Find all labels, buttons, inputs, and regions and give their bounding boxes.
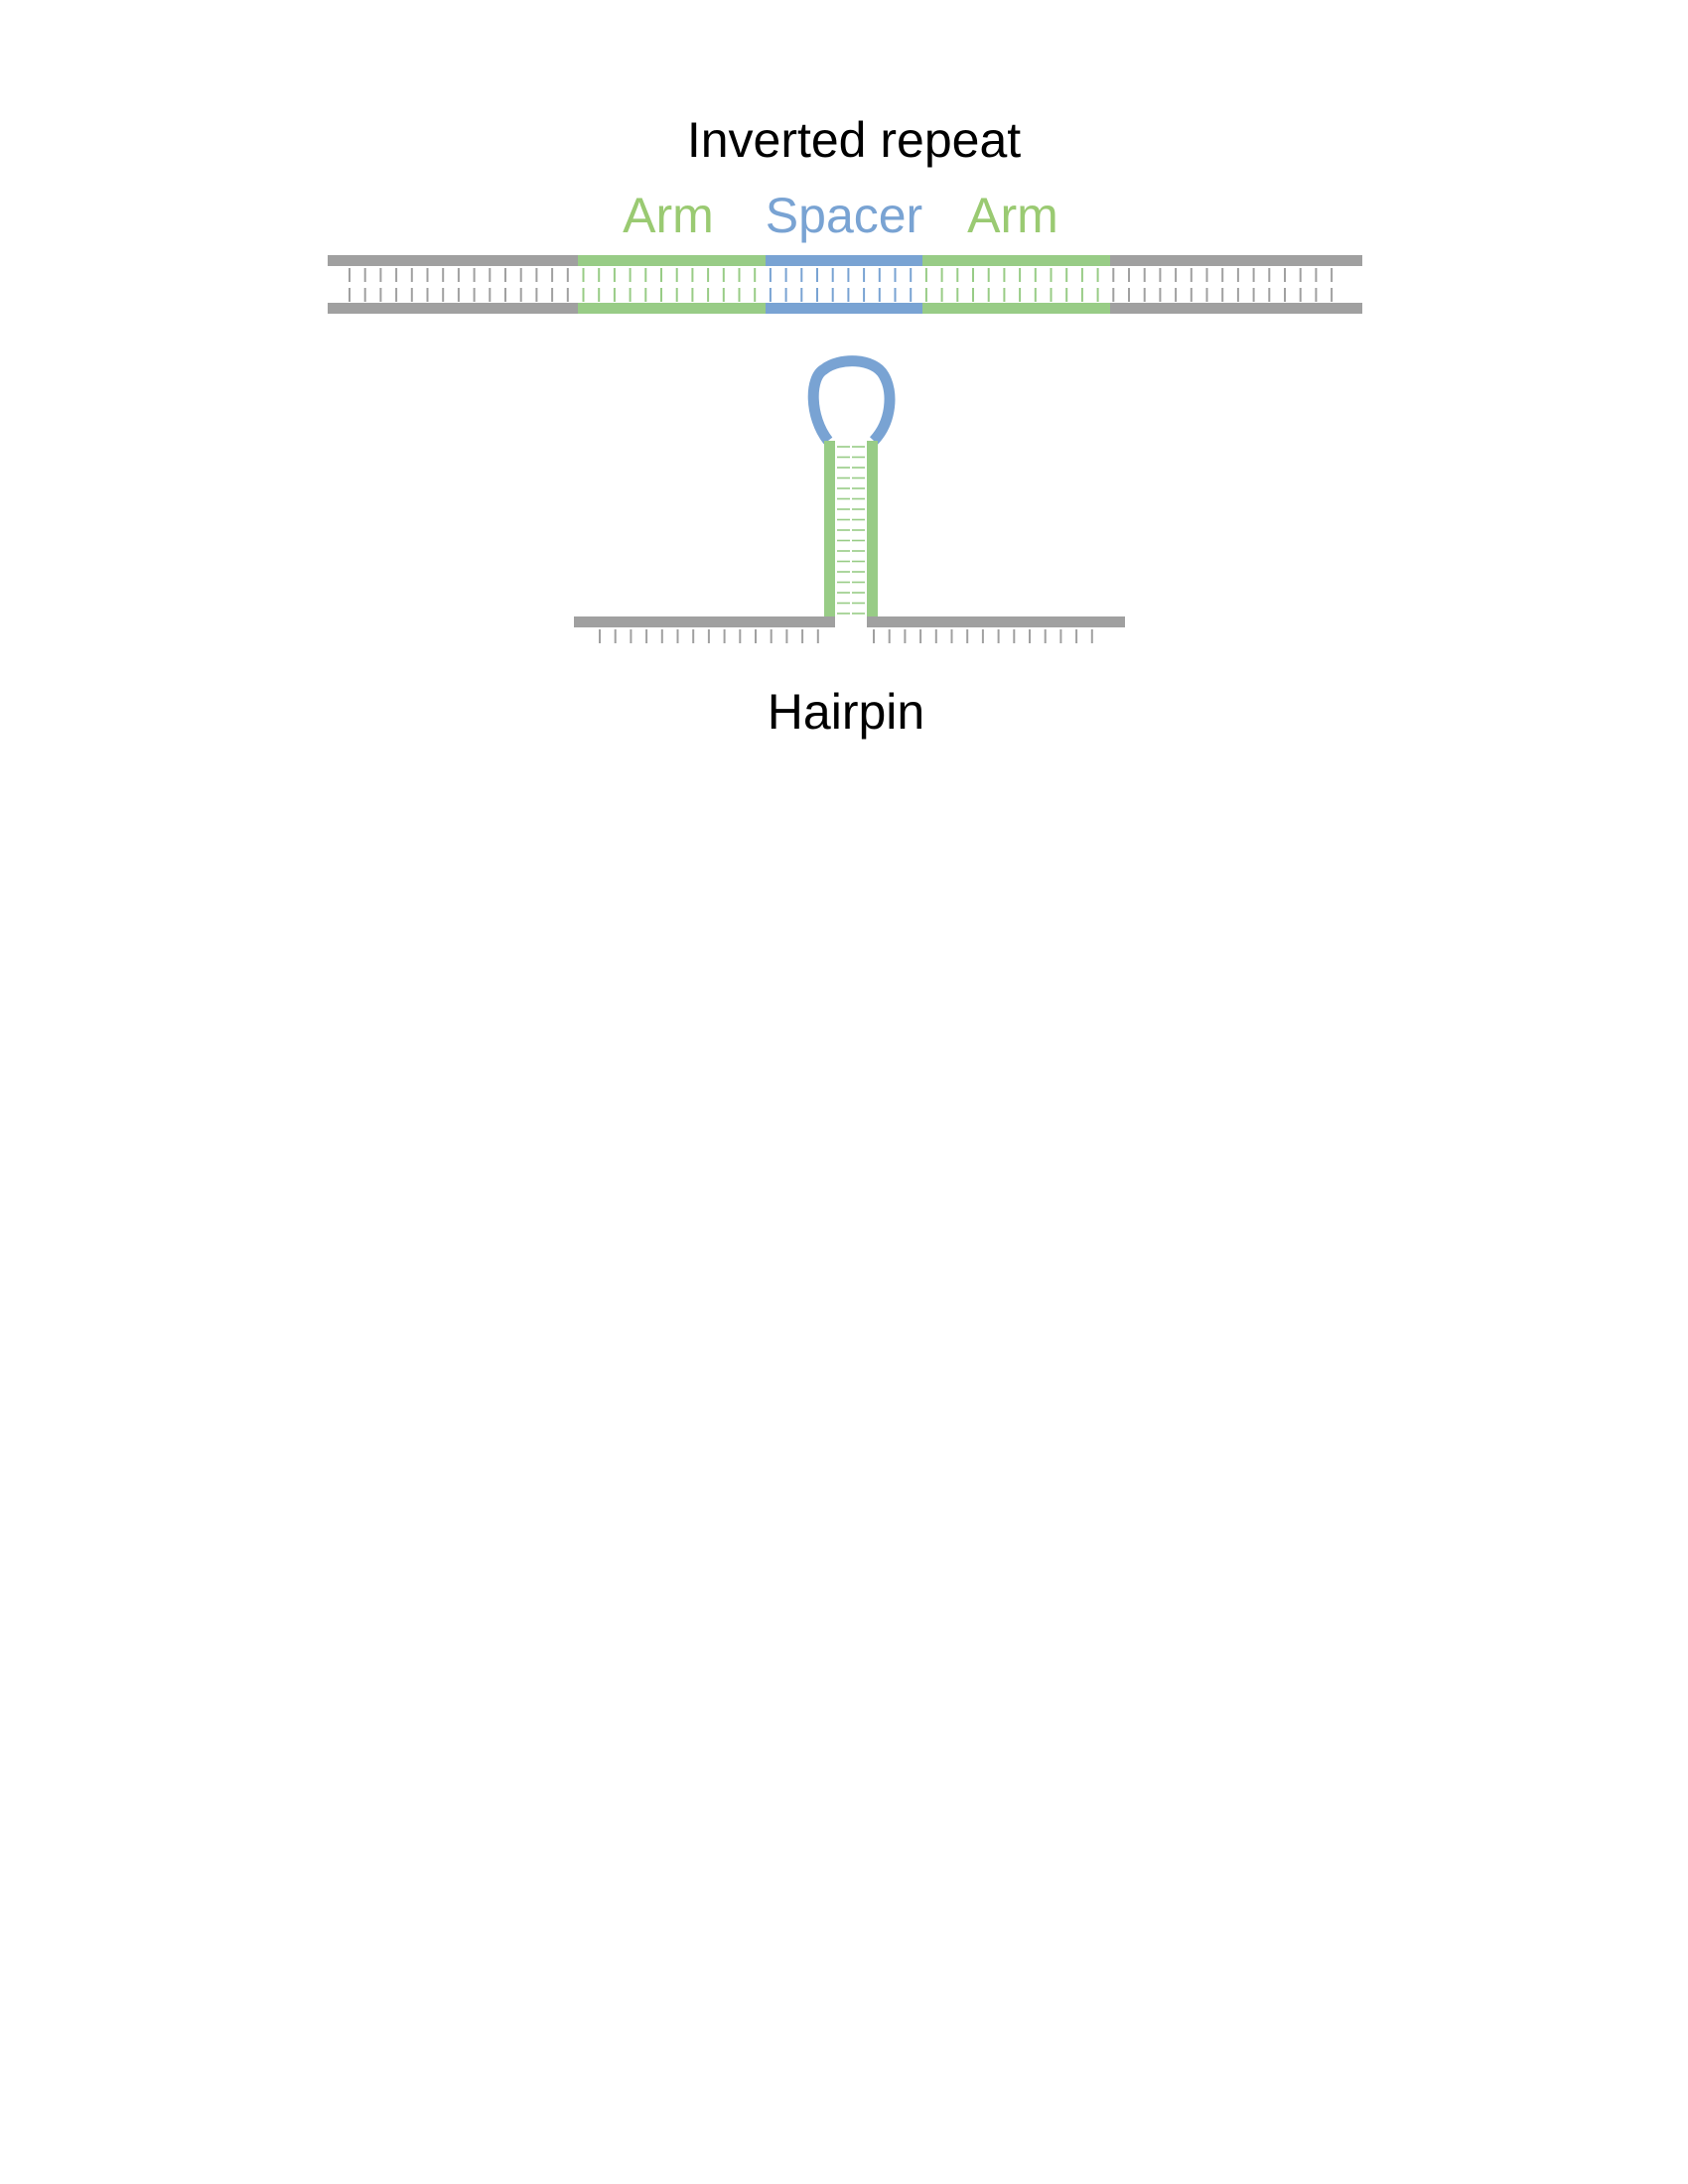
- single-strand-bases: [599, 629, 1093, 643]
- hairpin-label: Hairpin: [768, 684, 924, 740]
- bottom-strand-left-flank: [328, 303, 578, 314]
- right-arm-label: Arm: [967, 188, 1058, 243]
- spacer-label: Spacer: [766, 188, 922, 243]
- stem-left-strand: [824, 441, 835, 621]
- double-stranded-dna: [328, 255, 1362, 314]
- top-strand-right-arm: [922, 255, 1110, 266]
- stem-right-strand: [867, 441, 878, 621]
- bottom-strand-right-flank: [1110, 303, 1362, 314]
- hairpin-structure: [574, 355, 1125, 643]
- hairpin-left-backbone: [574, 616, 835, 627]
- base-pair-rungs: [349, 268, 1334, 302]
- bottom-strand-spacer: [766, 303, 922, 314]
- top-strand-left-arm: [578, 255, 766, 266]
- inverted-repeat-title: Inverted repeat: [687, 112, 1021, 168]
- hairpin-loop: [807, 355, 896, 445]
- bottom-strand-left-arm: [578, 303, 766, 314]
- stem-base-pairs: [837, 446, 865, 614]
- top-strand-spacer: [766, 255, 922, 266]
- top-strand-right-flank: [1110, 255, 1362, 266]
- bottom-strand-right-arm: [922, 303, 1110, 314]
- top-strand-left-flank: [328, 255, 578, 266]
- hairpin-right-backbone: [867, 616, 1125, 627]
- left-arm-label: Arm: [623, 188, 714, 243]
